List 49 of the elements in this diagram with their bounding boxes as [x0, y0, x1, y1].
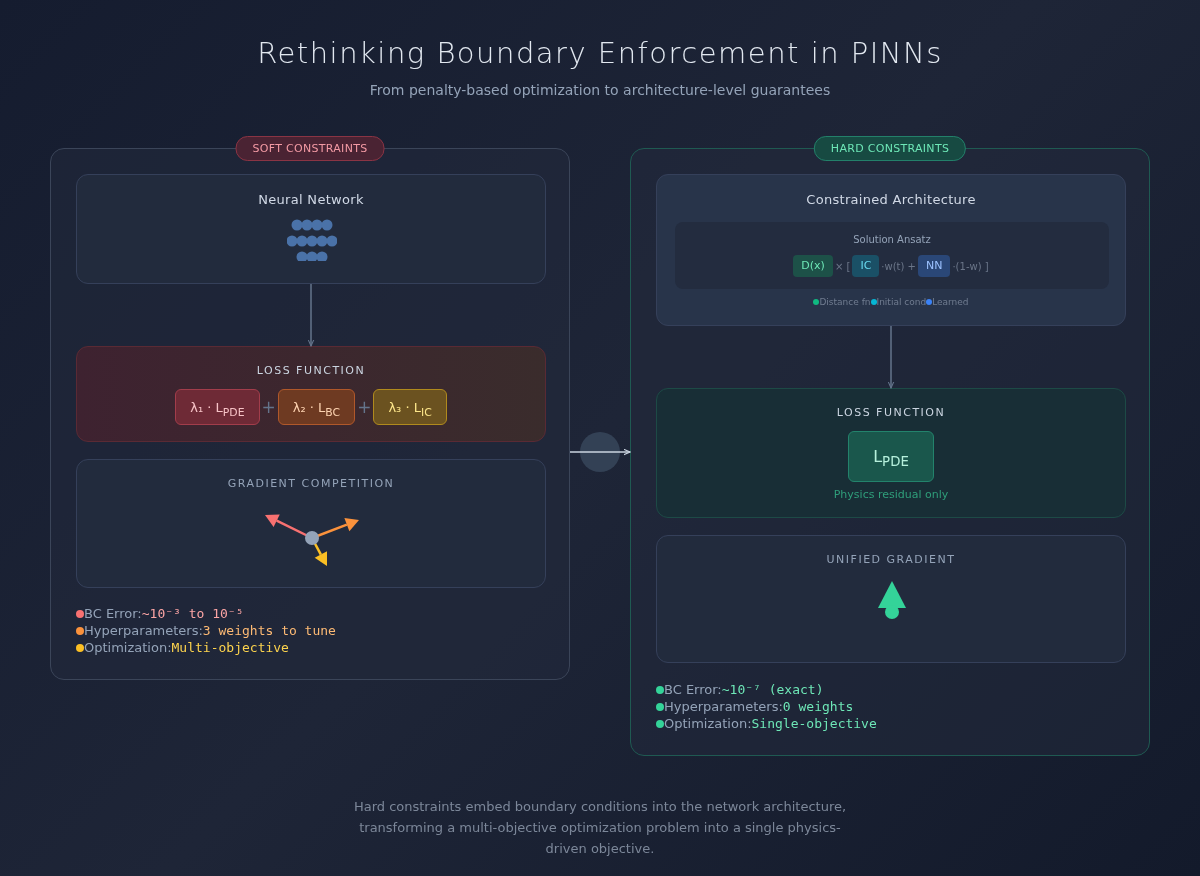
legend-label: Initial cond: [876, 297, 927, 307]
next-step-arrow: [569, 432, 631, 472]
card: [656, 535, 1126, 663]
formula-panel: [675, 222, 1109, 289]
stat-value: ~10⁻³ to 10⁻⁵: [141, 606, 244, 621]
stat-value: Single-objective: [751, 716, 877, 731]
card: [656, 388, 1126, 518]
loss-term-chip: λ₃ · L$_{IC}$: [373, 389, 447, 425]
stat-value: 3 weights to tune: [202, 623, 336, 638]
card: [656, 174, 1126, 326]
card: [76, 346, 546, 442]
stat-label: Hyperparameters:: [664, 699, 783, 714]
plus-sign: +: [357, 397, 372, 417]
card-title: Neural Network: [257, 192, 365, 207]
loss-term-chip: λ₂ · L$_{BC}$: [277, 389, 356, 425]
stat-label: Optimization:: [664, 716, 752, 731]
flow-arrow: [307, 283, 315, 347]
card: [76, 459, 546, 588]
legend-label: Learned: [932, 297, 969, 307]
flow-arrow: [887, 325, 895, 389]
card-title: GRADIENT COMPETITION: [226, 477, 396, 490]
formula-term-chip: D(x): [793, 255, 833, 277]
formula-text: ·w(t) +: [881, 260, 916, 272]
loss-term-chip: L$_{PDE}$: [848, 431, 934, 482]
section-badge: HARD CONSTRAINTS: [813, 136, 967, 161]
subtitle: From penalty-based optimization to architecture-level guarantees: [369, 82, 831, 98]
section-badge: SOFT CONSTRAINTS: [235, 136, 385, 161]
stat-label: Hyperparameters:: [84, 623, 203, 638]
stat-value: 0 weights: [782, 699, 854, 714]
formula-text: × [: [834, 260, 851, 272]
stat-label: Optimization:: [84, 640, 172, 655]
formula-title: Solution Ansatz: [852, 234, 932, 245]
plus-sign: +: [261, 397, 276, 417]
loss-term-chip: λ₁ · L$_{PDE}$: [175, 389, 260, 425]
title: Rethinking Boundary Enforcement in PINNs: [257, 36, 943, 70]
card-title: LOSS FUNCTION: [835, 406, 947, 419]
card-note: Physics residual only: [832, 488, 950, 501]
card: [76, 174, 546, 284]
card-title: LOSS FUNCTION: [255, 364, 367, 377]
formula-term-chip: NN: [917, 255, 951, 277]
caption: Hard constraints embed boundary conditions into the network architecture, transforming a multi-objective optimization problem into a single physics-driven objective.: [352, 798, 848, 858]
stat-value: Multi-objective: [171, 640, 289, 655]
stat-value: ~10⁻⁷ (exact): [721, 682, 824, 697]
formula-term-chip: IC: [852, 255, 880, 277]
stat-label: BC Error:: [84, 606, 142, 621]
card-title: UNIFIED GRADIENT: [825, 553, 957, 566]
legend-label: Distance fn: [819, 297, 871, 307]
stat-label: BC Error:: [664, 682, 722, 697]
card-title: Constrained Architecture: [805, 192, 977, 207]
